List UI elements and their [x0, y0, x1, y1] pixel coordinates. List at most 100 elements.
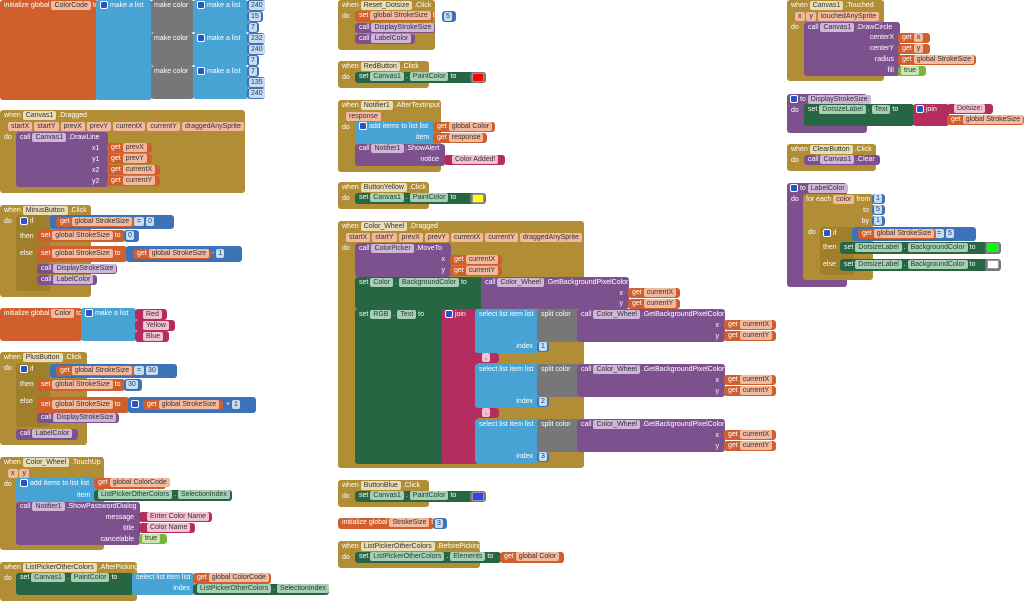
procedure-dropdown[interactable]: LabelColor — [32, 429, 73, 438]
var-dropdown[interactable]: global StrokeSize — [52, 400, 113, 409]
gear-icon[interactable] — [85, 309, 93, 318]
gear-icon[interactable] — [197, 34, 205, 43]
component-dropdown[interactable]: DotsizeLabel — [819, 105, 866, 114]
make-list-rgb-2[interactable]: make a list — [193, 33, 248, 66]
param-draggedanysprite[interactable]: draggedAnySprite — [181, 122, 244, 131]
property-dropdown[interactable]: PaintColor — [409, 72, 449, 81]
var-dropdown[interactable]: x — [913, 33, 924, 42]
call-procedure-block[interactable]: call LabelColor — [37, 275, 97, 285]
number-value[interactable]: 1 — [874, 216, 882, 225]
component-dropdown[interactable]: ListPickerOtherColors — [197, 584, 272, 593]
add-items-block[interactable]: add items to list list item — [16, 478, 95, 502]
var-dropdown[interactable]: currentY — [122, 176, 156, 185]
var-dropdown[interactable]: global StrokeSize — [158, 400, 220, 409]
number-block[interactable]: 30 — [124, 379, 142, 391]
param-starty[interactable]: startY — [34, 122, 59, 131]
number-block[interactable]: 5 — [872, 205, 885, 215]
color-block-red[interactable] — [470, 72, 486, 83]
number-value[interactable]: 135 — [249, 78, 265, 87]
component-dropdown[interactable]: RedButton — [360, 62, 400, 71]
gear-icon[interactable] — [20, 365, 28, 374]
component-dropdown[interactable]: Notifier1 — [360, 101, 393, 110]
property-dropdown[interactable]: SelectionIndex — [276, 584, 329, 593]
number-value[interactable]: 1 — [232, 400, 240, 409]
boolean-dropdown[interactable]: true — [142, 534, 161, 543]
number-block[interactable]: 135 — [247, 77, 265, 88]
property-dropdown[interactable]: SelectionIndex — [177, 490, 230, 499]
gear-icon[interactable] — [823, 229, 831, 238]
component-dropdown[interactable]: Canvas1 — [809, 1, 844, 10]
component-dropdown[interactable]: Color — [370, 278, 394, 287]
make-list-rgb-3[interactable]: make a list — [193, 66, 248, 99]
set-property-block[interactable]: set DotsizeLabel . BackgroundColor to — [840, 259, 988, 271]
component-dropdown[interactable]: Canvas1 — [370, 193, 404, 202]
number-value[interactable]: 1 — [539, 342, 547, 351]
gear-icon[interactable] — [445, 310, 453, 319]
param-prevy[interactable]: prevY — [86, 122, 112, 131]
param-startx[interactable]: startX — [8, 122, 33, 131]
param-response[interactable]: response — [346, 112, 381, 121]
component-dropdown[interactable]: Canvas1 — [31, 573, 65, 582]
set-var-block[interactable]: set global StrokeSize to — [37, 397, 129, 413]
text-block[interactable]: Color Name — [139, 523, 195, 533]
operator-dropdown[interactable]: = — [934, 229, 945, 238]
var-dropdown[interactable]: global StrokeSize — [52, 231, 113, 240]
set-property-block[interactable]: set Canvas1 . PaintColor to — [355, 491, 485, 502]
text-block[interactable]: Blue — [135, 331, 169, 342]
make-color-block-1[interactable]: make color — [151, 0, 194, 33]
param-prevx[interactable]: prevX — [398, 233, 423, 242]
property-dropdown[interactable]: PaintColor — [70, 573, 110, 582]
gear-icon[interactable] — [790, 184, 798, 193]
component-dropdown[interactable]: Notifier1 — [32, 502, 65, 511]
gear-icon[interactable] — [20, 479, 28, 488]
set-var-block[interactable]: set global StrokeSize to — [355, 11, 439, 22]
procedure-dropdown[interactable]: LabelColor — [371, 34, 412, 43]
number-value[interactable]: 30 — [126, 380, 138, 389]
var-dropdown[interactable]: currentX — [122, 165, 156, 174]
property-dropdown[interactable]: Text — [397, 310, 417, 319]
number-value[interactable]: 1 — [874, 194, 882, 203]
get-block[interactable]: get global StrokeSize — [56, 217, 134, 227]
var-dropdown[interactable]: currentY — [739, 386, 773, 395]
get-block[interactable]: get x — [898, 33, 930, 43]
param-currentx[interactable]: currentX — [451, 233, 484, 242]
number-value[interactable]: 7 — [249, 23, 257, 32]
text-block-separator[interactable]: , — [475, 408, 499, 418]
param-currenty[interactable]: currentY — [147, 122, 180, 131]
var-dropdown[interactable]: currentY — [739, 331, 773, 340]
set-property-block[interactable]: set DotsizeLabel . BackgroundColor to — [840, 242, 988, 254]
number-value[interactable]: 240 — [249, 89, 265, 98]
join-block[interactable]: join — [913, 104, 949, 126]
param-starty[interactable]: startY — [372, 233, 397, 242]
var-dropdown[interactable]: global StrokeSize — [370, 11, 431, 20]
var-dropdown[interactable]: global ColorCode — [208, 573, 269, 582]
number-block[interactable]: 232 — [247, 33, 265, 44]
get-block[interactable]: get currentY — [628, 299, 680, 309]
var-dropdown[interactable]: global StrokeSize — [71, 217, 133, 226]
param-x[interactable]: x — [8, 469, 18, 478]
init-strokesize-block[interactable]: initialize global StrokeSize to — [338, 518, 437, 529]
number-value[interactable]: 3 — [539, 452, 547, 461]
color-block-green[interactable] — [985, 242, 1001, 254]
split-color-block[interactable]: split color — [537, 364, 579, 397]
color-swatch[interactable] — [472, 492, 484, 501]
number-block[interactable]: 3 — [537, 452, 549, 462]
color-swatch[interactable] — [987, 260, 999, 269]
procedure-dropdown[interactable]: LabelColor — [53, 275, 94, 284]
param-touchedanysprite[interactable]: touchedAnySprite — [817, 12, 880, 21]
color-block-yellow[interactable] — [470, 193, 486, 204]
number-block[interactable]: 2 — [537, 397, 549, 407]
gear-icon[interactable] — [131, 400, 139, 409]
join-block[interactable]: join — [442, 309, 478, 464]
param-currenty[interactable]: currentY — [485, 233, 518, 242]
number-value[interactable]: 0 — [146, 217, 154, 226]
color-swatch[interactable] — [472, 194, 484, 203]
procedure-dropdown[interactable]: DisplayStrokeSize — [371, 23, 435, 32]
number-value[interactable]: 240 — [249, 45, 265, 54]
get-block[interactable]: get global Color — [433, 122, 495, 132]
param-currentx[interactable]: currentX — [113, 122, 146, 131]
var-dropdown[interactable]: global Color — [448, 122, 493, 131]
select-list-item-block[interactable]: select list item list index — [132, 573, 194, 595]
call-clear-block[interactable]: call Canvas1 .Clear — [804, 155, 880, 165]
split-color-block[interactable]: split color — [537, 309, 579, 342]
